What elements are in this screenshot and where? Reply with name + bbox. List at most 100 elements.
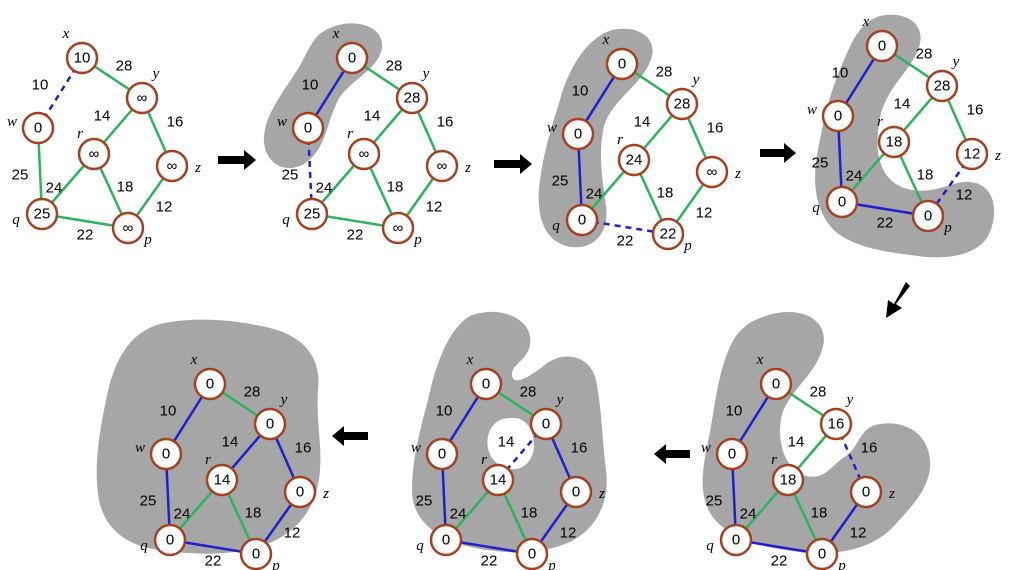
- node-value-q: 0: [166, 532, 174, 549]
- node-value-p: 22: [660, 226, 677, 243]
- edge-weight-wq: 25: [282, 167, 299, 184]
- node-value-q: 25: [304, 206, 321, 223]
- edge-weight-rp: 18: [521, 505, 538, 522]
- edge-weight-xy: 28: [244, 384, 261, 401]
- node-w: [715, 437, 749, 471]
- node-value-p: ∞: [123, 220, 134, 237]
- node-z: [695, 155, 729, 189]
- arrow-left-1: [654, 444, 690, 464]
- node-x: [865, 29, 899, 63]
- node-name-q: q: [12, 212, 20, 228]
- node-name-p: p: [271, 558, 280, 570]
- edge-weight-rp: 18: [387, 179, 404, 196]
- node-p: [111, 211, 145, 245]
- node-value-y: 28: [934, 78, 951, 95]
- node-y: [819, 407, 853, 441]
- node-value-y: 28: [404, 90, 421, 107]
- node-value-w: 0: [574, 126, 582, 143]
- edge-weight-yz: 16: [967, 102, 984, 119]
- visited-region-step-4: [815, 14, 995, 258]
- node-z: [849, 475, 883, 509]
- node-name-p: p: [143, 232, 152, 248]
- node-name-p: p: [837, 558, 846, 570]
- node-q: [825, 185, 859, 219]
- node-p: [805, 537, 839, 570]
- edge-weight-zp: 12: [156, 199, 173, 216]
- edge-weight-yr: 14: [94, 108, 111, 125]
- edge-weight-rp: 18: [117, 179, 134, 196]
- node-y: [925, 69, 959, 103]
- edge-weight-yz: 16: [707, 120, 724, 137]
- edge-weight-qp: 22: [347, 227, 364, 244]
- node-name-r: r: [617, 132, 623, 148]
- node-q: [719, 523, 753, 557]
- edge-weight-wq: 25: [140, 493, 157, 510]
- node-name-q: q: [552, 218, 560, 234]
- edge-weight-rq: 24: [316, 180, 333, 197]
- edge-weight-rq: 24: [846, 168, 863, 185]
- node-value-p: 0: [528, 546, 536, 563]
- node-q: [153, 523, 187, 557]
- node-value-z: 12: [964, 146, 981, 163]
- node-value-q: 0: [732, 532, 740, 549]
- edge-weight-yz: 16: [167, 114, 184, 131]
- edge-weight-zp: 12: [426, 199, 443, 216]
- node-w: [21, 111, 55, 145]
- node-value-p: 0: [252, 546, 260, 563]
- node-w: [149, 437, 183, 471]
- edge-weight-yr: 14: [222, 434, 239, 451]
- node-name-z: z: [194, 160, 201, 176]
- edge-weight-xy: 28: [520, 384, 537, 401]
- arrow-right-2: [494, 154, 532, 174]
- node-name-y: y: [845, 392, 854, 408]
- edge-weight-yz: 16: [571, 440, 588, 457]
- node-value-r: 14: [490, 472, 507, 489]
- node-name-z: z: [888, 486, 895, 502]
- node-w: [561, 117, 595, 151]
- edge-weight-wq: 25: [812, 155, 829, 172]
- node-value-q: 0: [838, 194, 846, 211]
- node-name-y: y: [691, 72, 700, 88]
- node-name-r: r: [877, 114, 883, 130]
- node-name-x: x: [756, 352, 764, 368]
- edge-weight-yz: 16: [437, 114, 454, 131]
- node-value-q: 0: [578, 212, 586, 229]
- edge-weight-rp: 18: [917, 167, 934, 184]
- edge-weight-xw: 10: [302, 77, 319, 94]
- node-value-p: ∞: [393, 220, 404, 237]
- node-y: [125, 81, 159, 115]
- edge-weight-yr: 14: [894, 96, 911, 113]
- node-name-w: w: [7, 114, 17, 130]
- node-name-q: q: [812, 200, 820, 216]
- node-value-y: 16: [828, 416, 845, 433]
- node-name-y: y: [555, 392, 564, 408]
- node-value-q: 0: [442, 532, 450, 549]
- edge-weight-xy: 28: [386, 58, 403, 75]
- arrow-down-left: [886, 282, 910, 318]
- node-value-w: 0: [728, 446, 736, 463]
- node-value-y: 0: [542, 416, 550, 433]
- node-name-z: z: [994, 148, 1001, 164]
- edge-weight-yr: 14: [364, 108, 381, 125]
- edge-weight-rp: 18: [245, 505, 262, 522]
- node-x: [65, 41, 99, 75]
- edge-weight-yz: 16: [861, 440, 878, 457]
- node-value-r: 18: [886, 134, 903, 151]
- node-value-y: 0: [266, 416, 274, 433]
- edge-weight-xw: 10: [572, 83, 589, 100]
- edge-weight-yz: 16: [295, 440, 312, 457]
- edge-weight-zp: 12: [696, 205, 713, 222]
- node-value-z: ∞: [167, 158, 178, 175]
- edge-weight-xy: 28: [916, 46, 933, 63]
- node-name-p: p: [943, 220, 952, 236]
- node-x: [469, 367, 503, 401]
- node-value-p: 0: [924, 208, 932, 225]
- node-value-z: 0: [572, 484, 580, 501]
- arrow-right-3: [760, 143, 796, 163]
- node-name-z: z: [734, 166, 741, 182]
- edge-weight-xw: 10: [32, 77, 49, 94]
